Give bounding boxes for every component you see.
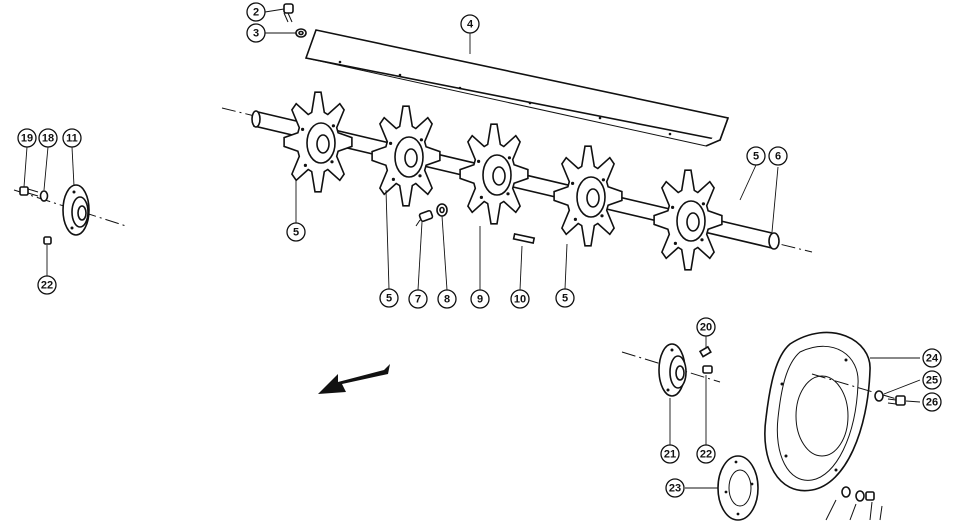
callout-circle — [660, 444, 680, 464]
bolt-7-part — [415, 209, 434, 227]
callout-label: 11 — [66, 133, 78, 145]
callout-circle — [62, 128, 82, 148]
callout-circle — [510, 289, 530, 309]
callout-label: 5 — [562, 293, 568, 305]
callout-c18: 18 — [38, 128, 58, 148]
callout-c24: 24 — [922, 348, 942, 368]
bolt-2-part — [283, 3, 294, 23]
callout-circle — [696, 317, 716, 337]
callout-label: 8 — [444, 294, 450, 306]
callout-label: 5 — [386, 293, 392, 305]
screw-20-part — [698, 345, 712, 358]
callout-label: 26 — [926, 397, 938, 409]
callout-c9: 9 — [470, 289, 490, 309]
callout-c2: 2 — [246, 2, 266, 22]
callout-c7: 7 — [408, 289, 428, 309]
callout-c3: 3 — [246, 23, 266, 43]
callout-circle — [922, 370, 942, 390]
callout-circle — [408, 289, 428, 309]
bolt-19-part — [19, 186, 39, 197]
sprocket-3-part — [459, 123, 529, 225]
callout-circle — [38, 128, 58, 148]
callout-c11: 11 — [62, 128, 82, 148]
bearing-11-part — [62, 184, 90, 236]
callout-label: 23 — [669, 483, 681, 495]
sprocket-4-part — [553, 145, 623, 247]
callout-c5d: 5 — [555, 288, 575, 308]
callout-label: 2 — [253, 7, 259, 19]
callout-c5c: 5 — [379, 288, 399, 308]
callout-label: 19 — [21, 133, 33, 145]
callout-circle — [768, 146, 788, 166]
callout-label: 18 — [42, 133, 54, 145]
washer-3-part — [295, 28, 307, 38]
callout-c5a: 5 — [746, 146, 766, 166]
direction-arrow — [318, 364, 390, 394]
callout-c6: 6 — [768, 146, 788, 166]
sprocket-2-part — [371, 105, 441, 207]
callout-c19: 19 — [17, 128, 37, 148]
housing-cover-24-part — [764, 331, 871, 492]
callout-circle — [460, 14, 480, 34]
callout-circle — [37, 275, 57, 295]
callout-label: 20 — [700, 322, 712, 334]
sprocket-5-part — [653, 169, 723, 271]
washer-18-part — [39, 190, 49, 202]
sprocket-group — [283, 91, 723, 271]
cover-sheet-part — [304, 29, 730, 147]
callout-circle — [286, 222, 306, 242]
callout-c10: 10 — [510, 289, 530, 309]
callout-circle — [555, 288, 575, 308]
callout-c22a: 22 — [37, 275, 57, 295]
washer-25-part — [874, 390, 884, 402]
callout-circle — [665, 478, 685, 498]
washer-8-part — [436, 203, 448, 217]
callout-label: 7 — [415, 294, 421, 306]
callout-c22b: 22 — [696, 444, 716, 464]
callout-label: 4 — [467, 19, 474, 31]
callout-c5b: 5 — [286, 222, 306, 242]
callout-label: 10 — [514, 294, 526, 306]
key-10-part — [512, 233, 536, 244]
callout-c4: 4 — [460, 14, 480, 34]
bolt-26-part — [887, 395, 906, 406]
callout-label: 5 — [753, 151, 759, 163]
leader-lines — [23, 8, 921, 489]
callout-circle — [470, 289, 490, 309]
cover-axis — [811, 373, 901, 401]
callout-c21: 21 — [660, 444, 680, 464]
callout-label: 5 — [293, 227, 299, 239]
callout-circle — [696, 444, 716, 464]
callout-label: 21 — [664, 449, 676, 461]
callout-circle — [922, 392, 942, 412]
callout-label: 22 — [700, 449, 712, 461]
callout-circle — [379, 288, 399, 308]
callout-c23: 23 — [665, 478, 685, 498]
callout-c25: 25 — [922, 370, 942, 390]
sprocket-1-part — [283, 91, 353, 193]
callout-circle — [746, 146, 766, 166]
callout-circle — [246, 2, 266, 22]
callout-circle — [17, 128, 37, 148]
gasket-23-part — [717, 455, 759, 521]
callout-c20: 20 — [696, 317, 716, 337]
callout-circle — [246, 23, 266, 43]
callout-label: 9 — [477, 294, 483, 306]
callout-circle — [437, 289, 457, 309]
callout-c8: 8 — [437, 289, 457, 309]
nut-22a-part — [43, 236, 52, 245]
callout-c26: 26 — [922, 392, 942, 412]
callout-label: 6 — [775, 151, 781, 163]
callout-circle — [922, 348, 942, 368]
bottom-hardware-part — [825, 486, 883, 521]
nut-22b-part — [702, 365, 713, 374]
callout-label: 3 — [253, 28, 259, 40]
callout-label: 25 — [926, 375, 938, 387]
callout-label: 24 — [926, 353, 939, 365]
bearing-21-part — [658, 343, 687, 397]
callout-label: 22 — [41, 280, 53, 292]
